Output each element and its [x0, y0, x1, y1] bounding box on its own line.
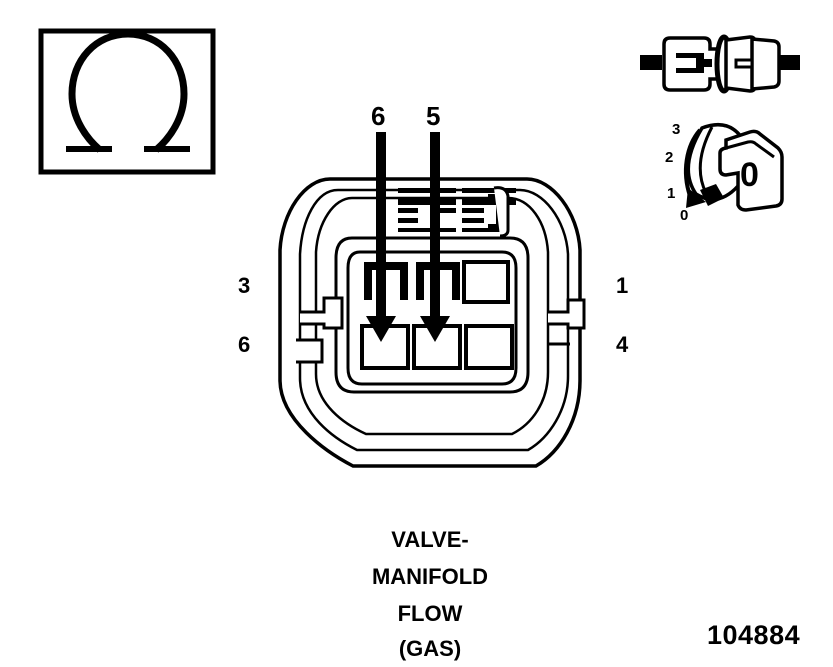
part-number: 104884: [707, 620, 801, 650]
callout-arrow-pin-5: [420, 132, 450, 342]
pin-label-top-left: 3: [238, 273, 251, 298]
callout-label-5: 5: [426, 101, 441, 131]
omega-symbol-box: [38, 28, 216, 175]
pin-label-bottom-left: 6: [238, 332, 251, 357]
pin-label-top-right: 1: [616, 273, 629, 298]
keying-indicator-icon: [683, 122, 784, 212]
title-line-3: FLOW: [397, 601, 463, 626]
title-line-2: MANIFOLD: [371, 564, 489, 589]
callout-arrow-pin-6: [366, 132, 396, 342]
key-scale-3: 3: [672, 121, 681, 138]
key-scale-0: 0: [680, 207, 689, 224]
connector-side-view-icon: [640, 34, 800, 94]
title-line-1: VALVE-: [391, 527, 469, 552]
main-connector-face: [278, 132, 586, 468]
pin-label-bottom-right: 4: [616, 332, 629, 357]
title-line-4: (GAS): [398, 636, 462, 661]
callout-label-6: 6: [371, 101, 386, 131]
latch-detail: [398, 186, 516, 238]
key-selected-position: 0: [740, 156, 759, 194]
key-scale-1: 1: [667, 185, 676, 202]
key-scale-2: 2: [665, 149, 674, 166]
